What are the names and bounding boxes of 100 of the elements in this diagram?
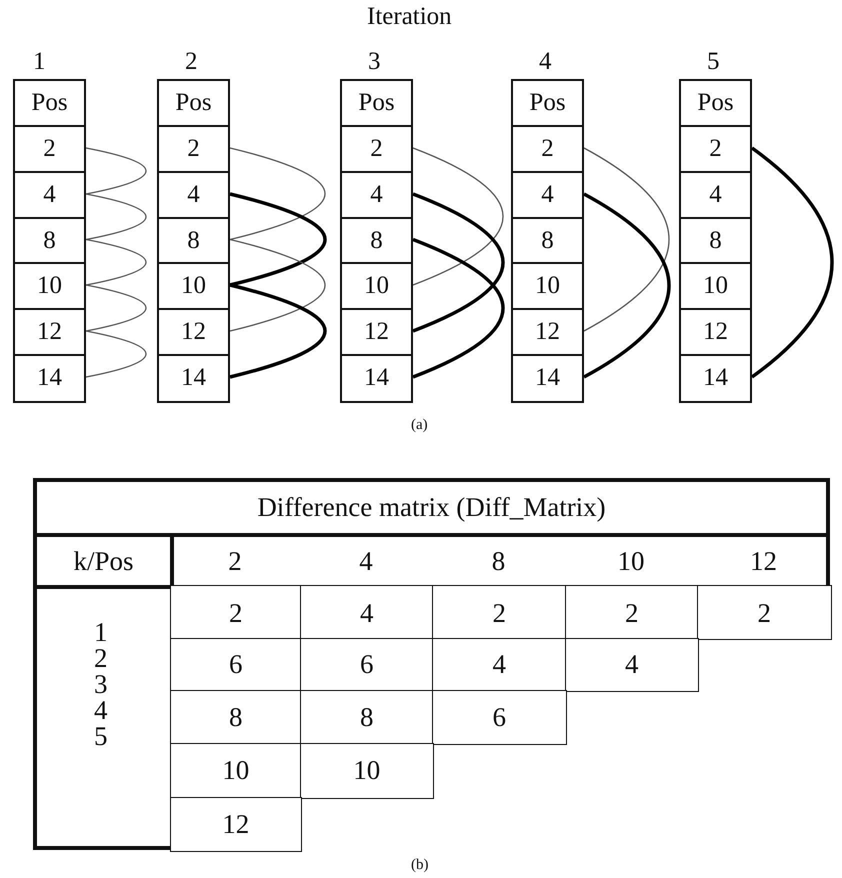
value-cell — [13, 171, 86, 220]
table-cell: 10 — [300, 743, 434, 798]
cell-text: 4 — [370, 181, 383, 210]
cell-text: Pos — [175, 89, 212, 118]
value-cell — [511, 354, 584, 402]
iteration-number: 3 — [368, 49, 380, 74]
value-cell — [157, 125, 230, 174]
header-cell — [13, 79, 86, 128]
caption: (b) — [411, 858, 428, 873]
value-cell — [157, 308, 230, 356]
header-cell — [340, 79, 413, 128]
connector-curve — [584, 147, 670, 332]
k-value: 3 — [94, 671, 108, 698]
value-cell — [340, 217, 413, 264]
value-cell — [340, 262, 413, 310]
value-cell — [340, 171, 413, 220]
cell-text: Pos — [358, 89, 395, 118]
cell-text: Pos — [31, 89, 68, 118]
value-cell — [13, 217, 86, 264]
cell-text: 2 — [541, 135, 554, 164]
header-cell — [679, 79, 752, 128]
cell-text: 12 — [535, 318, 560, 346]
table-cell: 2 — [170, 585, 302, 640]
cell-text: 12 — [364, 318, 389, 346]
value-cell — [157, 354, 230, 402]
cell-text: 2 — [43, 135, 56, 164]
cell-text: 4 — [187, 181, 200, 210]
cell-text: 10 — [703, 272, 728, 300]
table-header-cell-text: 10 — [616, 548, 646, 575]
cell-text: 10 — [364, 272, 389, 300]
value-cell — [340, 125, 413, 174]
cell-text: 14 — [535, 364, 560, 392]
value-cell — [511, 262, 584, 310]
table-cell: 12 — [170, 797, 302, 852]
value-cell — [679, 125, 752, 174]
table-header-cell-text: 8 — [490, 548, 506, 575]
k-value: 2 — [94, 645, 108, 672]
cell-text: 8 — [43, 226, 56, 255]
cell-text: 8 — [709, 226, 722, 255]
cell-text: 8 — [541, 226, 554, 255]
table-cell: 10 — [170, 743, 302, 798]
cell-text: 2 — [709, 135, 722, 164]
table-cell: 6 — [170, 638, 302, 692]
table-cell: 6 — [432, 690, 566, 744]
cell-text: 4 — [541, 181, 554, 210]
table-cell: 4 — [300, 585, 434, 640]
value-cell — [679, 354, 752, 402]
connector-curve — [230, 192, 326, 287]
cell-text: 10 — [37, 272, 62, 300]
cell-text: 14 — [181, 364, 206, 392]
cell-text: 8 — [187, 226, 200, 255]
connector-curve — [230, 283, 326, 379]
value-cell — [340, 308, 413, 356]
cell-text: Pos — [697, 89, 734, 118]
value-cell — [13, 308, 86, 356]
connector-curve — [412, 192, 504, 333]
iteration-number: 2 — [185, 49, 198, 74]
value-cell — [511, 125, 584, 174]
iteration-number: 1 — [33, 49, 46, 74]
table-cell: 2 — [565, 585, 698, 640]
connector-curve — [86, 193, 146, 240]
cell-text: 2 — [187, 135, 200, 164]
connector-curve — [86, 284, 146, 332]
connector-curve — [230, 238, 326, 332]
header-cell — [157, 79, 230, 128]
connector-curve — [86, 238, 146, 286]
value-cell — [679, 217, 752, 264]
connector-curve — [583, 192, 671, 378]
value-cell — [13, 262, 86, 310]
table-header-cell-text: 12 — [749, 548, 778, 575]
value-cell — [679, 171, 752, 220]
table-cell: 2 — [432, 585, 566, 640]
value-cell — [157, 217, 230, 264]
cell-text: 4 — [43, 181, 56, 210]
table-cell: 8 — [170, 690, 302, 744]
value-cell — [340, 354, 413, 402]
cell-text: 14 — [37, 364, 62, 392]
table-header-cell-text: 2 — [227, 548, 243, 575]
value-cell — [157, 171, 230, 220]
connector-curve — [750, 146, 834, 378]
cell-text: Pos — [529, 89, 566, 118]
table-cell: 2 — [697, 585, 832, 640]
cell-text: 14 — [703, 364, 728, 392]
value-cell — [13, 125, 86, 174]
table-header-cell-text: 4 — [358, 548, 374, 575]
value-cell — [679, 262, 752, 310]
iteration-number: 5 — [707, 49, 720, 74]
iteration-number: 4 — [539, 49, 552, 74]
k-value: 5 — [94, 723, 108, 750]
k-value: 1 — [94, 619, 108, 646]
value-cell — [511, 308, 584, 356]
connector-curve — [230, 147, 326, 240]
header-cell — [511, 79, 584, 128]
connector-curve — [86, 147, 146, 195]
cell-text: 2 — [370, 135, 383, 164]
cell-text: 8 — [370, 226, 383, 255]
connector-curve — [412, 238, 504, 379]
value-cell — [511, 217, 584, 264]
table-cell: 6 — [300, 638, 434, 692]
value-cell — [511, 171, 584, 220]
